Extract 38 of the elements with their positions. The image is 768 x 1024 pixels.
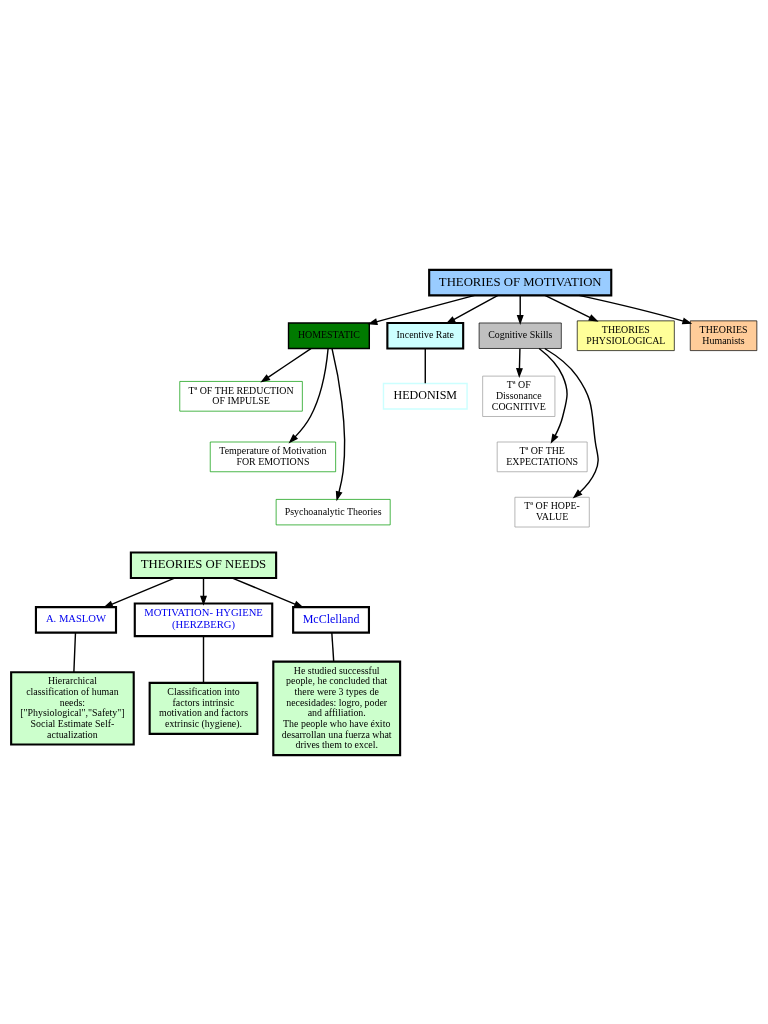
node-box: Incentive Rate (386, 321, 465, 350)
node-box: HOMESTATIC (287, 321, 370, 349)
arrow (544, 294, 599, 322)
node-box: Cognitive Skills (478, 322, 562, 349)
arrow (538, 347, 568, 444)
node-box: A. MASLOW (34, 605, 118, 634)
node-box: Tª OF THE REDUCTION OF IMPULSE (179, 380, 303, 412)
connector (424, 347, 426, 384)
arrow (544, 347, 599, 498)
node-box: McClelland (292, 605, 370, 634)
connector (73, 631, 77, 673)
node-box: Tª OF Dissonance COGNITIVE (482, 375, 556, 417)
node-box: THEORIES PHYSIOLOGICAL (576, 320, 675, 351)
arrow (578, 294, 693, 324)
node-box: Temperature of Motivation FOR EMOTIONS (209, 441, 336, 472)
arrow (445, 294, 499, 324)
arrow (231, 576, 304, 608)
node-box: HEDONISM (382, 382, 468, 410)
arrow (515, 347, 523, 378)
node-box: THEORIES OF NEEDS (129, 550, 278, 579)
node-box: THEORIES OF MOTIVATION (428, 268, 613, 296)
node-box: THEORIES Humanists (689, 320, 758, 351)
node-box: He studied successful people, he concluded that there were 3 types de necesidades: logro, poder and affiliation. The people who have éxito desarrollan una fuerza what drives them to excel. (272, 660, 402, 756)
arrow (516, 294, 524, 325)
arrow (103, 576, 176, 608)
connector (331, 631, 335, 662)
node-box: Classification into factors intrinsic motivation and factors extrinsic (hygiene). (148, 681, 259, 735)
node-box: Tª OF THE EXPECTATIONS (496, 441, 588, 472)
arrow (367, 294, 476, 325)
arrow (288, 347, 329, 443)
connector (202, 635, 205, 683)
arrow (260, 347, 312, 383)
node-box: MOTIVATION- HYGIENE (HERZBERG) (133, 601, 274, 637)
node-box: Tª OF HOPE- VALUE (514, 496, 590, 527)
node-box: Hierarchical classification of human needs: ["Physiological","Safety"] Social Estimate Self-actualization (10, 670, 135, 746)
node-box: Psychoanalytic Theories (275, 498, 391, 525)
arrow (200, 576, 207, 606)
arrow (331, 347, 346, 501)
